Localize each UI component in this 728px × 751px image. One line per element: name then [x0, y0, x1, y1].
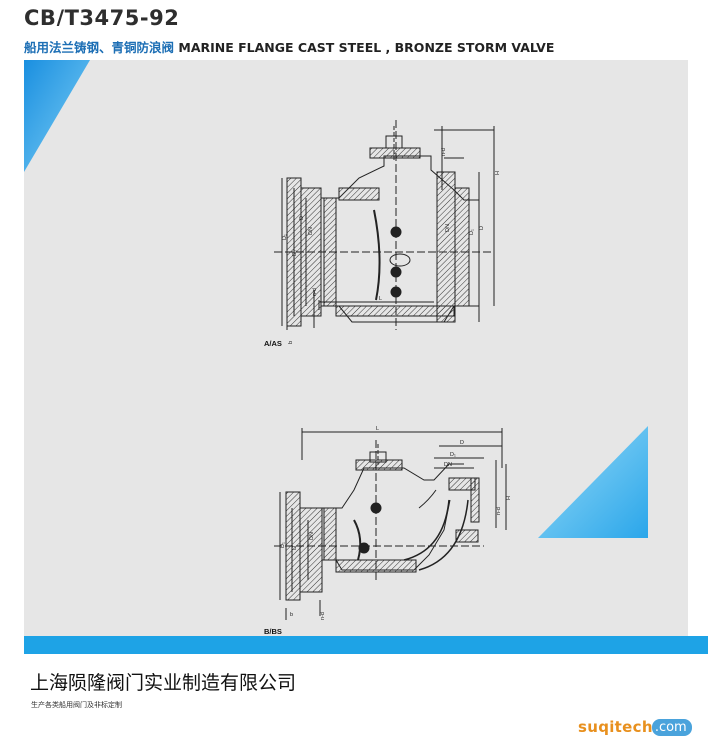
dim-a-d2: D₂	[292, 250, 298, 256]
dim-a-d1: D₁	[282, 234, 288, 240]
technical-drawing-panel: D D₁ D₂ DN DN D₁ D H n-d b n-d L A/AS	[24, 60, 688, 636]
dim-b-b: b	[290, 612, 293, 618]
dim-b-nd-bottom: n-d	[320, 612, 326, 620]
dim-a-nd-bottom: n-d	[312, 288, 318, 296]
valve-drawings: D D₁ D₂ DN DN D₁ D H n-d b n-d L A/AS	[264, 120, 512, 636]
dim-a-d: D	[299, 216, 305, 220]
accent-bar	[24, 636, 708, 654]
dim-a-h: H	[495, 171, 501, 175]
watermark-tld: .com	[651, 718, 692, 736]
title-en: MARINE FLANGE CAST STEEL , BRONZE STORM …	[178, 40, 555, 55]
dim-a-b: b	[288, 341, 294, 344]
dim-a-l: L	[379, 296, 382, 302]
dim-b-d-left: D	[292, 546, 298, 550]
view-a-drawing	[274, 120, 495, 330]
dim-b-dn-left: DN	[309, 532, 315, 540]
watermark-domain: suqitech	[578, 718, 653, 736]
company-tagline: 生产各类船用阀门及非标定制	[31, 701, 122, 709]
dim-b-d1-left: D₁	[280, 542, 286, 548]
view-b-label: B/BS	[264, 627, 282, 636]
dim-b-h: H	[506, 496, 512, 500]
dim-a-d-right: D	[479, 226, 485, 230]
corner-accent-top-left	[24, 60, 90, 172]
dim-a-nd-top: n-d	[441, 148, 447, 156]
dim-b-nd-right: n-d	[496, 507, 502, 515]
dim-a-d1-right: D₁	[469, 229, 475, 235]
dim-b-d1: D₁	[450, 452, 456, 458]
site-watermark: suqitech .com	[578, 717, 692, 737]
view-b-drawing	[274, 428, 507, 620]
standard-code: CB/T3475-92	[24, 6, 180, 26]
dim-b-dn: DN	[444, 462, 452, 468]
company-name: 上海陨隆阀门实业制造有限公司	[30, 672, 297, 694]
document-title: 船用法兰铸钢、青铜防浪阀 MARINE FLANGE CAST STEEL , …	[24, 37, 554, 56]
corner-accent-bottom-right	[538, 426, 648, 538]
dim-b-d: D	[460, 440, 464, 446]
dim-b-l: L	[376, 426, 379, 432]
title-cn: 船用法兰铸钢、青铜防浪阀	[24, 40, 175, 55]
dim-a-dn-right: DN	[445, 224, 451, 232]
view-a-label: A/AS	[264, 339, 282, 348]
dim-a-dn-left: DN	[308, 227, 314, 235]
